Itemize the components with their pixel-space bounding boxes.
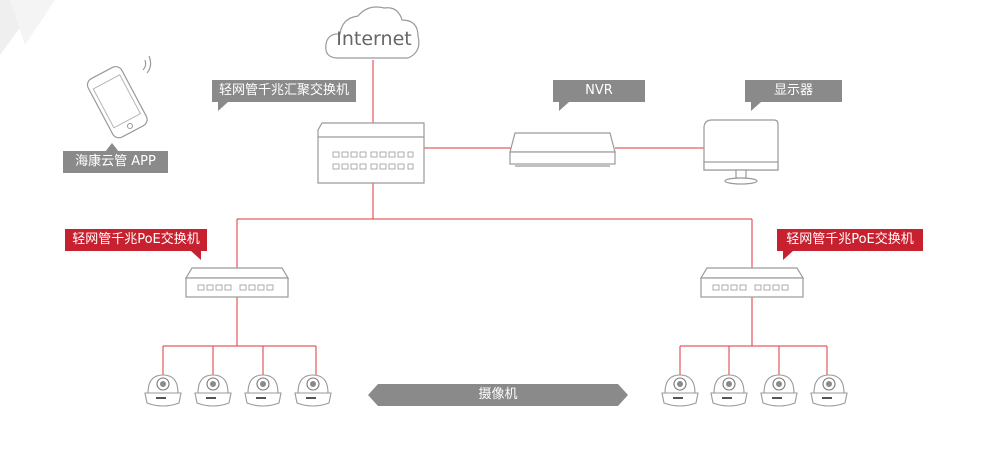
app-label: 海康云管 APP [63,143,168,173]
aggregation-switch-icon [317,122,425,184]
aggregation-switch-label: 轻网管千兆汇聚交换机 [212,80,356,111]
dome-camera-icon [294,374,332,407]
dome-camera-icon [244,374,282,407]
nvr-label: NVR [553,80,645,111]
poe-switch-left-icon [184,267,290,298]
cloud-icon [325,6,420,59]
decorative-corner [0,0,55,55]
dome-camera-icon [710,374,748,407]
poe-switch-right-label: 轻网管千兆PoE交换机 [777,229,923,260]
poe-switch-right-icon [699,267,805,298]
monitor-label: 显示器 [745,80,842,111]
connection-lines [162,60,828,375]
dome-camera-icon [810,374,848,407]
monitor-icon [703,119,779,185]
cameras-label: 摄像机 [368,384,628,406]
nvr-icon [509,132,616,167]
dome-camera-icon [661,374,699,407]
wifi-signal-icon [142,55,152,74]
left-camera-group [144,374,332,407]
dome-camera-icon [144,374,182,407]
dome-camera-icon [194,374,232,407]
internet-label: Internet [336,28,412,50]
dome-camera-icon [760,374,798,407]
right-camera-group [661,374,848,407]
phone-icon [86,65,148,139]
poe-switch-left-label: 轻网管千兆PoE交换机 [65,229,207,260]
